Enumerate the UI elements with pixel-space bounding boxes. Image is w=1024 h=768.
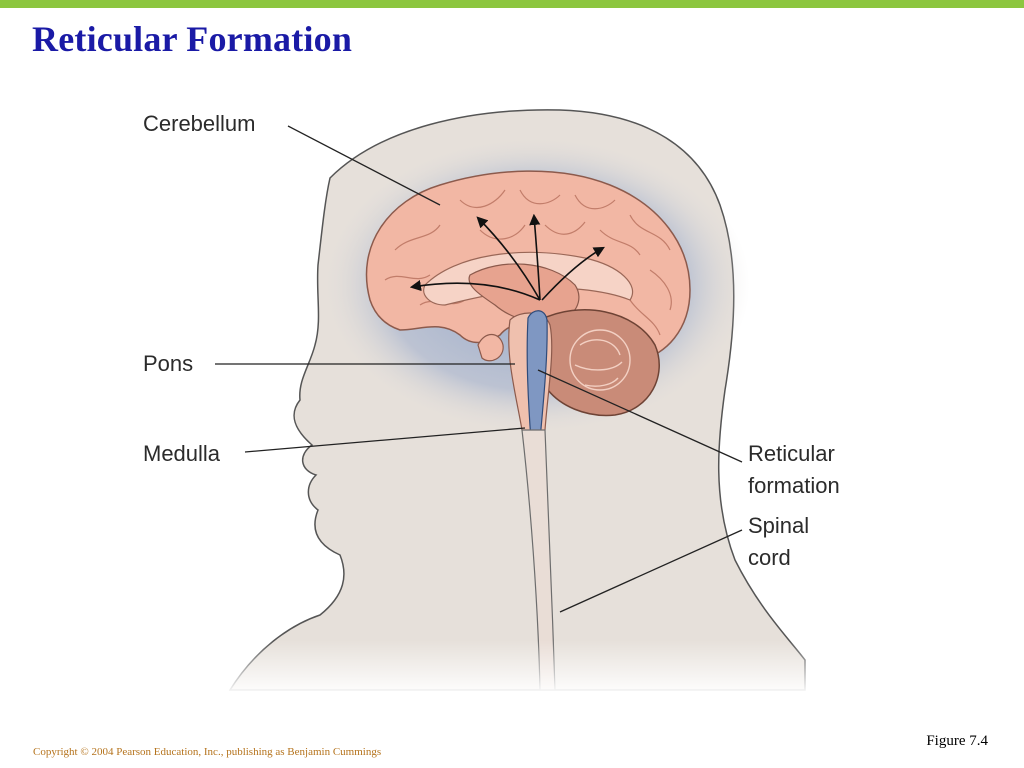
- figure-number: Figure 7.4: [926, 733, 988, 749]
- label-cerebellum: Cerebellum: [143, 111, 256, 136]
- label-reticular-formation-line2: formation: [748, 473, 840, 498]
- bottom-fade: [220, 640, 820, 695]
- label-spinal-cord-line2: cord: [748, 545, 791, 570]
- label-medulla: Medulla: [143, 441, 221, 466]
- pituitary: [477, 333, 504, 362]
- brain-gyri: [384, 189, 672, 336]
- top-accent-bar: [0, 0, 1024, 8]
- label-pons: Pons: [143, 351, 193, 376]
- cerebellum-folia: [569, 329, 631, 391]
- label-reticular-formation-line1: Reticular: [748, 441, 835, 466]
- label-spinal-cord-line1: Spinal: [748, 513, 809, 538]
- slide-title: Reticular Formation: [32, 19, 353, 59]
- copyright-notice: Copyright © 2004 Pearson Education, Inc.…: [33, 746, 382, 758]
- leader-lines: [215, 125, 743, 613]
- activation-arrows: [409, 213, 605, 301]
